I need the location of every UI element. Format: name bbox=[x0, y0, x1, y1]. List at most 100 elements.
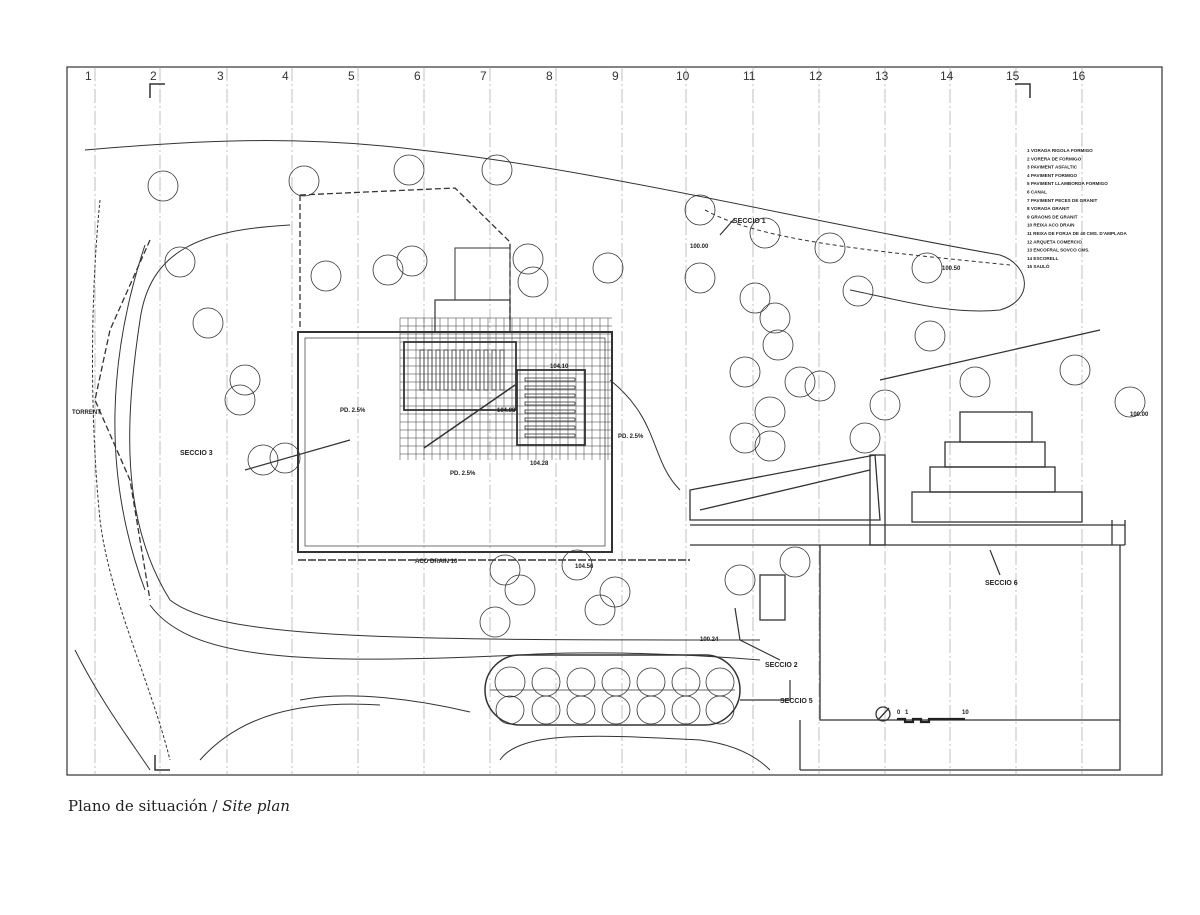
tree-icon bbox=[229, 364, 261, 396]
legend-item: 1 VORADA RIGOLA FORMIGO bbox=[1027, 148, 1093, 153]
tree-icon bbox=[601, 695, 631, 725]
tree-icon bbox=[512, 243, 544, 275]
tree-icon bbox=[269, 442, 301, 474]
tree-icon bbox=[489, 554, 521, 586]
legend-item: 5 PAVIMENT LLAMBORDA FORMIGO bbox=[1027, 181, 1108, 186]
elevation-label: 100.00 bbox=[690, 244, 709, 250]
tree-icon bbox=[671, 695, 701, 725]
elevation-label: 104.56 bbox=[575, 564, 594, 570]
legend-item: 11 REIXA DE FORJA DE 40 CMS. D'AMPLADA bbox=[1027, 231, 1127, 236]
building-plan bbox=[297, 247, 690, 561]
tree-icon bbox=[705, 667, 735, 697]
tree-icon bbox=[147, 170, 179, 202]
tree-icon bbox=[372, 254, 404, 286]
tree-icon bbox=[592, 252, 624, 284]
tree-icon bbox=[310, 260, 342, 292]
legend-item: 2 VORERA DE FORMIGO bbox=[1027, 156, 1082, 161]
ramp-and-terraces bbox=[689, 329, 1126, 771]
tree-icon bbox=[288, 165, 320, 197]
elevation-label: 104.28 bbox=[530, 461, 549, 467]
grid-column-number: 3 bbox=[217, 69, 224, 83]
caption-spanish: Plano de situación / bbox=[68, 797, 218, 815]
grid-column-number: 1 bbox=[85, 69, 92, 83]
scale-bar: 0 1 10 bbox=[897, 710, 969, 724]
tree-icon bbox=[869, 389, 901, 421]
legend-item: 6 CANAL bbox=[1027, 190, 1047, 195]
tree-icon bbox=[729, 422, 761, 454]
tree-icon bbox=[914, 320, 946, 352]
tree-icon bbox=[636, 667, 666, 697]
tree-icon bbox=[636, 695, 666, 725]
tree-icon bbox=[247, 444, 279, 476]
elevation-label: 100.00 bbox=[1130, 412, 1149, 418]
tree-icon bbox=[911, 252, 943, 284]
section-3-label: SECCIO 3 bbox=[180, 450, 213, 457]
tree-icon bbox=[396, 245, 428, 277]
tree-icon bbox=[566, 667, 596, 697]
legend-item: 14 ESCORELL bbox=[1027, 256, 1059, 261]
tree-icon bbox=[599, 576, 631, 608]
grid-column-number: 11 bbox=[743, 69, 756, 83]
tree-icon bbox=[517, 266, 549, 298]
legend: 1 VORADA RIGOLA FORMIGO 2 VORERA DE FORMI… bbox=[1027, 148, 1127, 269]
tree-icon bbox=[192, 307, 224, 339]
tree-icon bbox=[754, 430, 786, 462]
tree-icon bbox=[601, 667, 631, 697]
grid-column-number: 10 bbox=[676, 69, 690, 83]
tree-icon bbox=[561, 549, 593, 581]
tree-icon bbox=[1059, 354, 1091, 386]
tree-icon bbox=[566, 695, 596, 725]
site-contours bbox=[74, 140, 1025, 771]
grid-column-number: 14 bbox=[940, 69, 954, 83]
drawing-frame bbox=[66, 66, 1163, 776]
legend-item: 7 PAVIMENT PECES DE GRANIT bbox=[1027, 198, 1097, 203]
north-arrow-icon bbox=[875, 706, 891, 722]
legend-item: 3 PAVIMENT ASFALTIC bbox=[1027, 165, 1078, 170]
grid-column-number: 12 bbox=[809, 69, 823, 83]
legend-item: 12 ARQUETA COMERCIO bbox=[1027, 239, 1082, 244]
legend-item: 9 GRAONS DE GRANIT bbox=[1027, 214, 1078, 219]
elevation-label: 100.50 bbox=[942, 266, 961, 272]
grid-column-number: 16 bbox=[1072, 69, 1086, 83]
legend-item: 13 ENCOFRAL SOVCO CMS. bbox=[1027, 248, 1089, 253]
parking-island bbox=[484, 654, 741, 726]
scale-label: 1 bbox=[905, 710, 909, 716]
tree-icon bbox=[504, 574, 536, 606]
slope-label: PD. 2.5% bbox=[450, 471, 476, 477]
tree-icon bbox=[959, 366, 991, 398]
grid-column-number: 8 bbox=[546, 69, 553, 83]
drain-label: ACO DRAIN 10 bbox=[415, 559, 458, 565]
grid-column-number: 5 bbox=[348, 69, 355, 83]
figure-caption: Plano de situación / Site plan bbox=[68, 797, 290, 815]
elevation-label: 104.10 bbox=[550, 364, 569, 370]
tree-icon bbox=[684, 262, 716, 294]
legend-item: 8 VORADA GRANIT bbox=[1027, 206, 1070, 211]
legend-item: 10 REIXA ACO DRAIN bbox=[1027, 223, 1075, 228]
grid-column-number: 15 bbox=[1006, 69, 1020, 83]
tree-icon bbox=[724, 564, 756, 596]
tree-icon bbox=[479, 606, 511, 638]
corner-mark bbox=[149, 83, 1031, 771]
tree-icon bbox=[814, 232, 846, 264]
tree-icon bbox=[842, 275, 874, 307]
tree-icon bbox=[481, 154, 513, 186]
grid-column-number: 6 bbox=[414, 69, 421, 83]
grid-column-number: 13 bbox=[875, 69, 889, 83]
tree-icon bbox=[729, 356, 761, 388]
elevation-label: 100.24 bbox=[700, 637, 719, 643]
tree-icon bbox=[224, 384, 256, 416]
tree-icon bbox=[849, 422, 881, 454]
tree-icon bbox=[684, 194, 716, 226]
section-2-label: SECCIO 2 bbox=[765, 662, 798, 669]
tree-icon bbox=[531, 695, 561, 725]
tree-icon bbox=[784, 366, 816, 398]
tree-icon bbox=[754, 396, 786, 428]
trees bbox=[147, 154, 1146, 725]
tree-icon bbox=[494, 666, 526, 698]
tree-icon bbox=[531, 667, 561, 697]
tree-icon bbox=[779, 546, 811, 578]
legend-item: 15 SAULÓ bbox=[1027, 262, 1050, 269]
tree-icon bbox=[759, 302, 791, 334]
